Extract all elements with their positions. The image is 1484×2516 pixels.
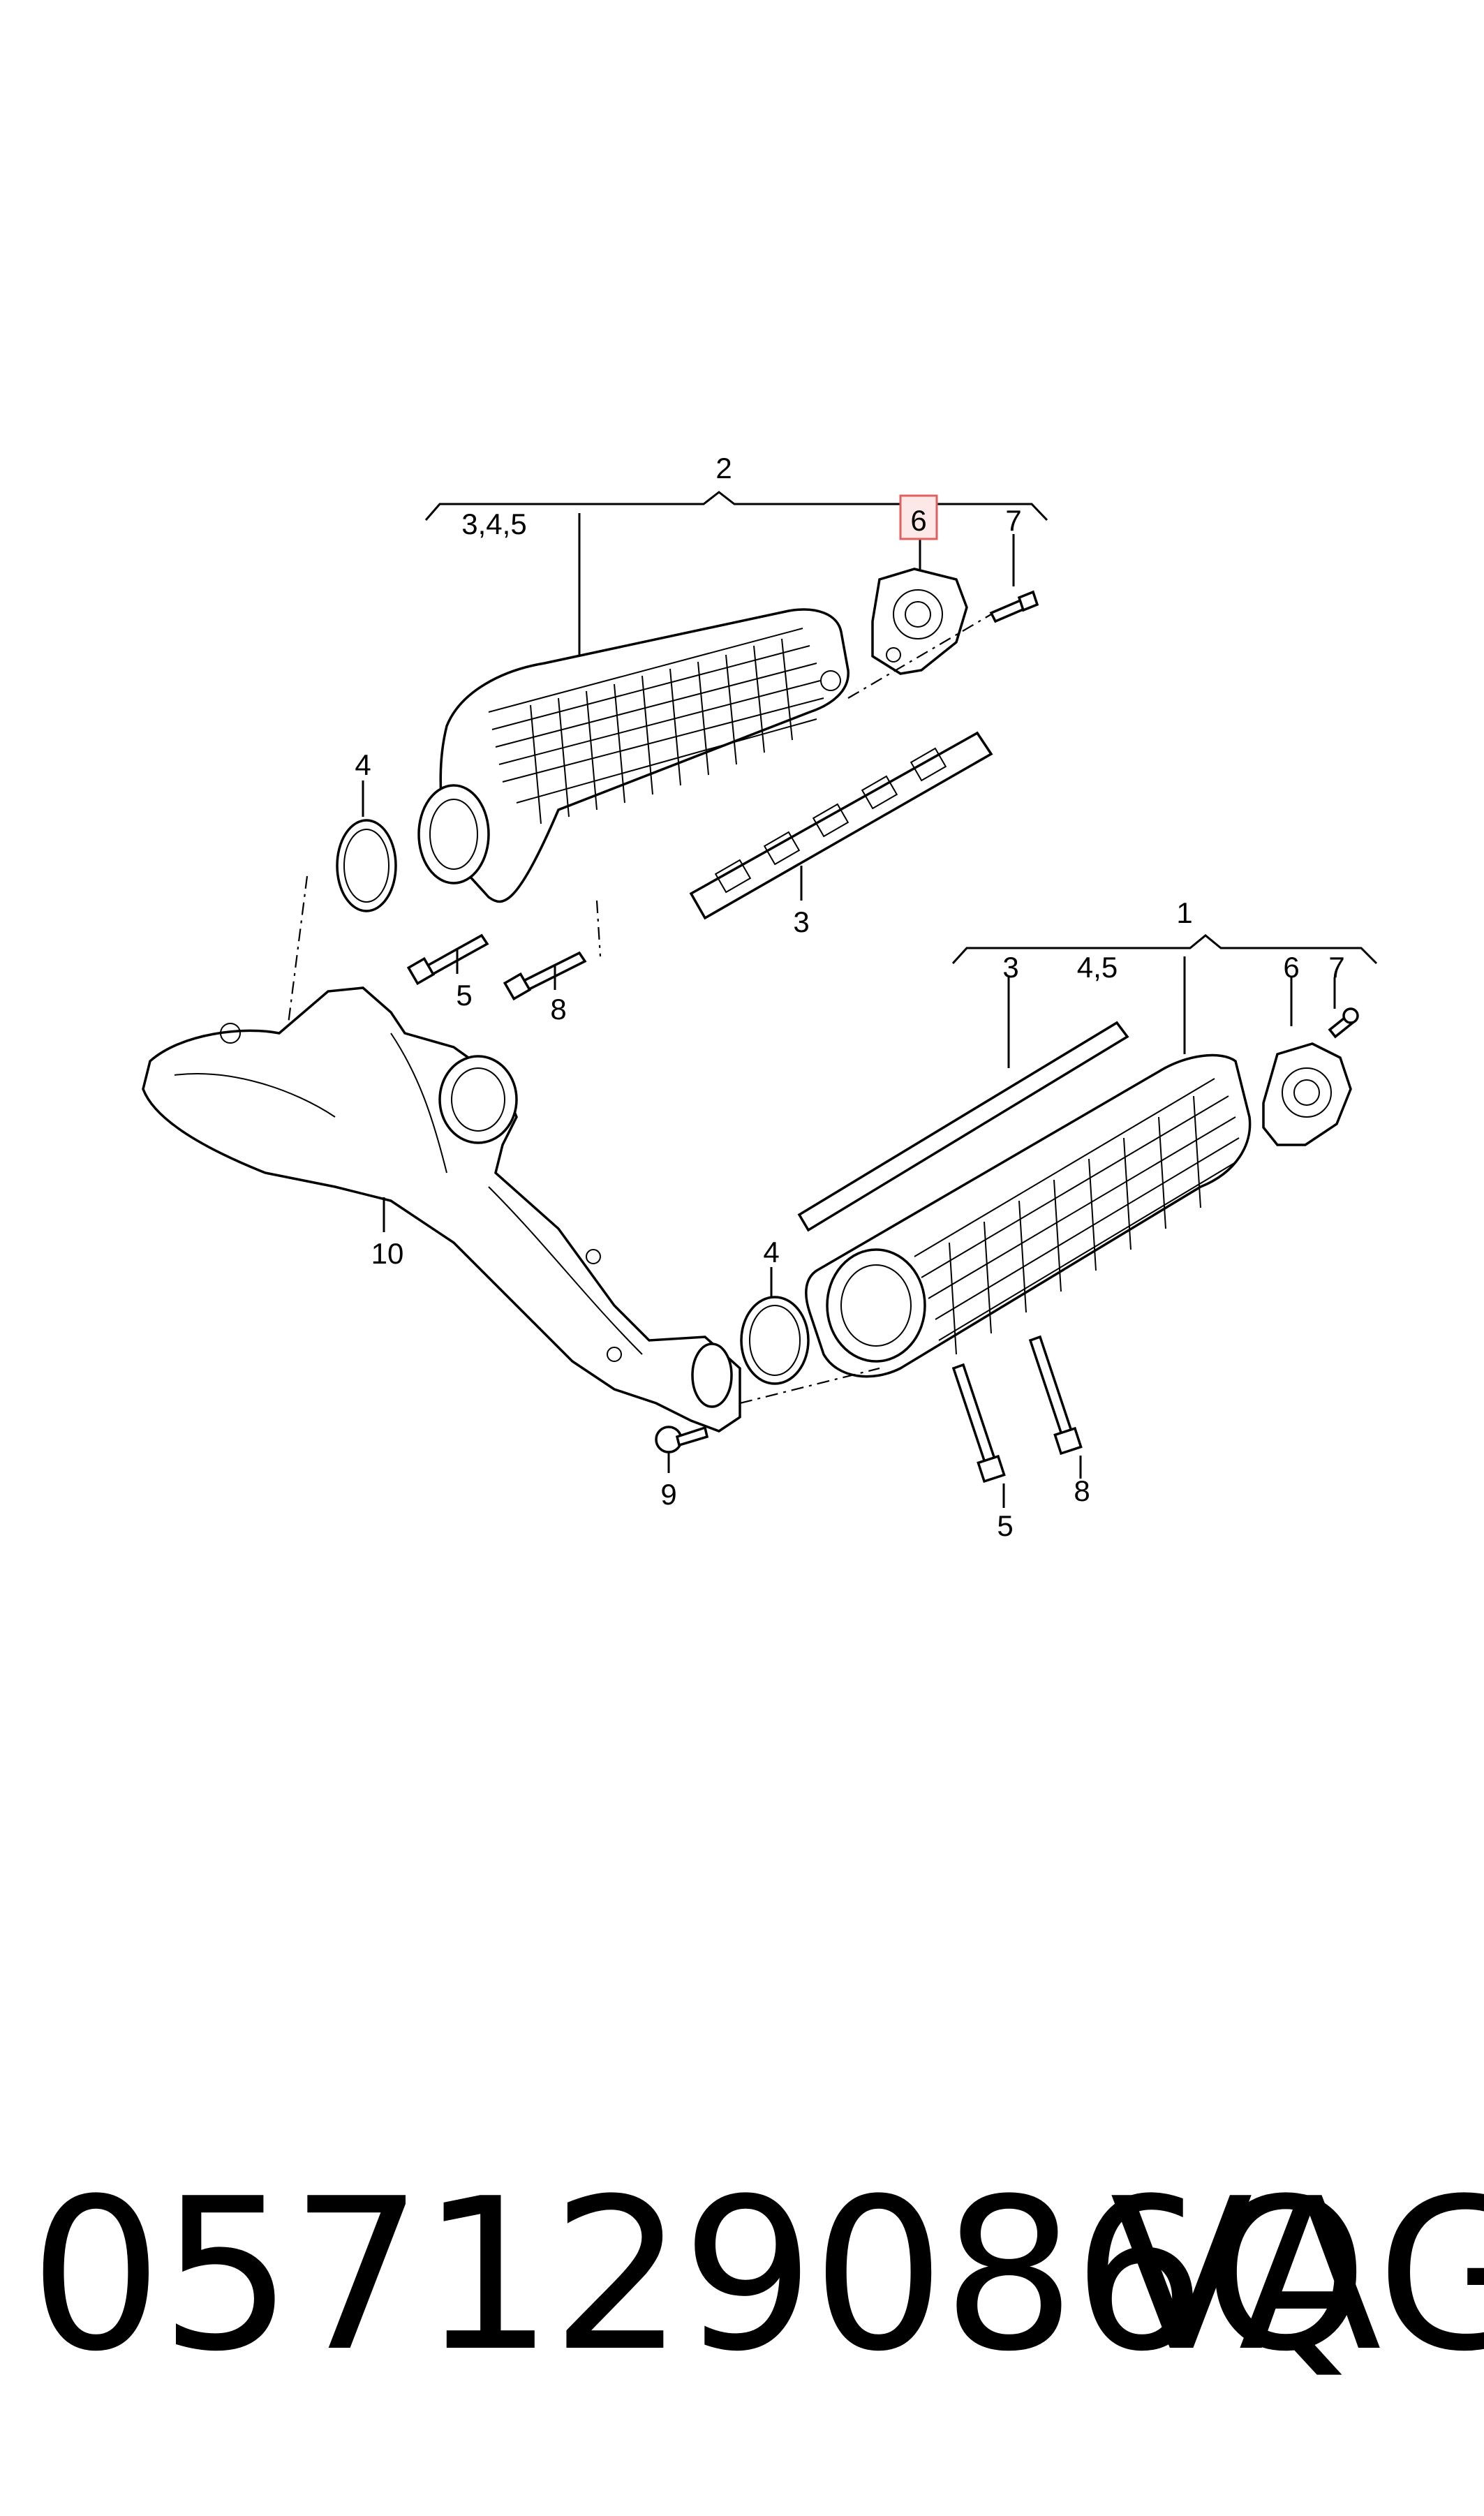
callout-6-highlight xyxy=(899,494,938,540)
o-ring-4-upper xyxy=(336,819,397,912)
throttle-body-lower xyxy=(1262,1042,1352,1146)
callout-3-lower: 3 xyxy=(1002,951,1018,984)
callout-1: 1 xyxy=(1176,896,1192,929)
callout-3-4-5: 3,4,5 xyxy=(461,508,526,540)
callout-4-lower: 4 xyxy=(763,1236,779,1268)
callout-5-upper: 5 xyxy=(456,979,472,1012)
throttle-body-upper xyxy=(871,568,968,675)
group-1-bracket xyxy=(951,934,1378,965)
callout-5-lower: 5 xyxy=(997,1509,1013,1542)
lower-assembly xyxy=(655,934,1378,1508)
exploded-parts-diagram: 2 3,4,5 6 7 4 3 5 8 1 3 4,5 6 7 10 4 9 5… xyxy=(142,452,1378,1542)
callout-10: 10 xyxy=(371,1237,404,1270)
gasket-3-upper xyxy=(689,731,993,920)
bolt-7-upper xyxy=(989,590,1039,623)
callout-3-upper: 3 xyxy=(793,905,809,938)
bolt-5-lower xyxy=(951,1363,1006,1483)
callout-7-upper: 7 xyxy=(1005,504,1021,537)
group-2-bracket xyxy=(424,491,1048,521)
callout-6-lower: 6 xyxy=(1283,951,1299,984)
bolt-8-upper xyxy=(503,951,587,1001)
bolt-7-lower xyxy=(1328,1007,1359,1039)
callout-8-upper: 8 xyxy=(550,993,566,1026)
callout-4-5: 4,5 xyxy=(1077,951,1118,984)
intake-manifold-upper xyxy=(417,608,849,903)
footer: 057129086Q VAG xyxy=(0,2150,1484,2415)
bolt-8-lower xyxy=(1028,1335,1083,1456)
bolt-9 xyxy=(655,1426,709,1453)
callout-7-lower: 7 xyxy=(1328,951,1344,984)
upper-assembly xyxy=(285,491,1048,1041)
callout-4-upper: 4 xyxy=(355,748,371,781)
callout-8-lower: 8 xyxy=(1074,1474,1090,1507)
callout-9: 9 xyxy=(660,1478,676,1511)
intake-pipe-10 xyxy=(142,986,741,1433)
bolt-5-upper xyxy=(406,933,489,986)
gasket-3-lower xyxy=(797,1021,1129,1232)
part-number: 057129086Q xyxy=(29,2154,1368,2397)
brand-label: VAG xyxy=(1110,2154,1484,2397)
intake-manifold-lower xyxy=(805,1053,1252,1378)
callout-6-highlighted: 6 xyxy=(910,504,926,537)
callout-2: 2 xyxy=(715,452,732,484)
o-ring-4-lower xyxy=(740,1296,810,1385)
